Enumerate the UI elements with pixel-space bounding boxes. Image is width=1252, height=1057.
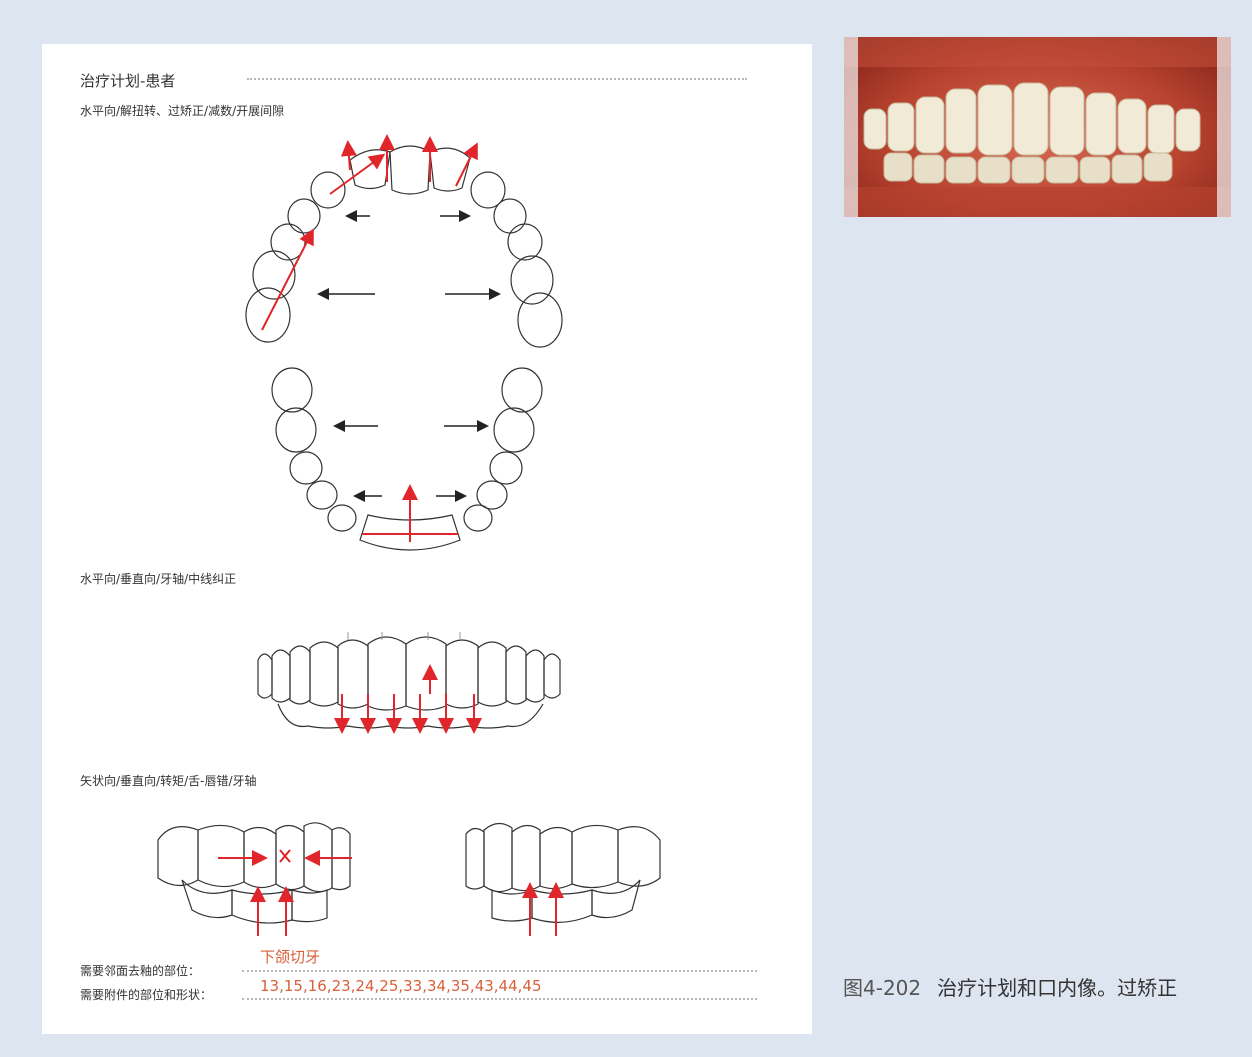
ipr-value: 下颌切牙 <box>260 948 321 966</box>
figure-caption: 图4-202 治疗计划和口内像。过矫正 <box>843 970 1233 1006</box>
teeth-illustration <box>844 37 1231 217</box>
treatment-plan-sheet: 治疗计划-患者 水平向/解扭转、过矫正/减数/开展间隙 水平向/垂直向/牙轴/中… <box>42 44 812 1034</box>
sagittal-left-diagram <box>157 822 352 936</box>
ipr-dotted-line <box>242 970 757 972</box>
lower-arch <box>271 367 543 551</box>
sagittal-right-diagram <box>465 822 661 936</box>
sheet-title: 治疗计划-患者 <box>80 72 176 90</box>
attachment-label: 需要附件的部位和形状： <box>80 988 213 1002</box>
title-dotted-line <box>247 78 747 80</box>
attachment-value: 13,15,16,23,24,25,33,34,35,43,44,45 <box>260 977 542 995</box>
caption-text: 治疗计划和口内像。过矫正 <box>937 976 1178 1000</box>
black-expansion-arrows <box>317 210 501 502</box>
intraoral-photo <box>844 37 1231 217</box>
figure-number: 图4-202 <box>843 976 922 1000</box>
red-correction-arrows <box>261 134 478 542</box>
ipr-label: 需要邻面去釉的部位： <box>80 964 201 978</box>
section-horizontal-label: 水平向/解扭转、过矫正/减数/开展间隙 <box>80 104 285 118</box>
section-vertical-label: 水平向/垂直向/牙轴/中线纠正 <box>80 572 237 586</box>
attachment-dotted-line <box>242 998 757 1000</box>
frontal-dentition-diagram <box>257 632 561 734</box>
section-sagittal-label: 矢状向/垂直向/转矩/舌-唇错/牙轴 <box>80 774 257 788</box>
occlusal-arch-diagram <box>245 134 563 551</box>
upper-arch <box>245 145 563 348</box>
